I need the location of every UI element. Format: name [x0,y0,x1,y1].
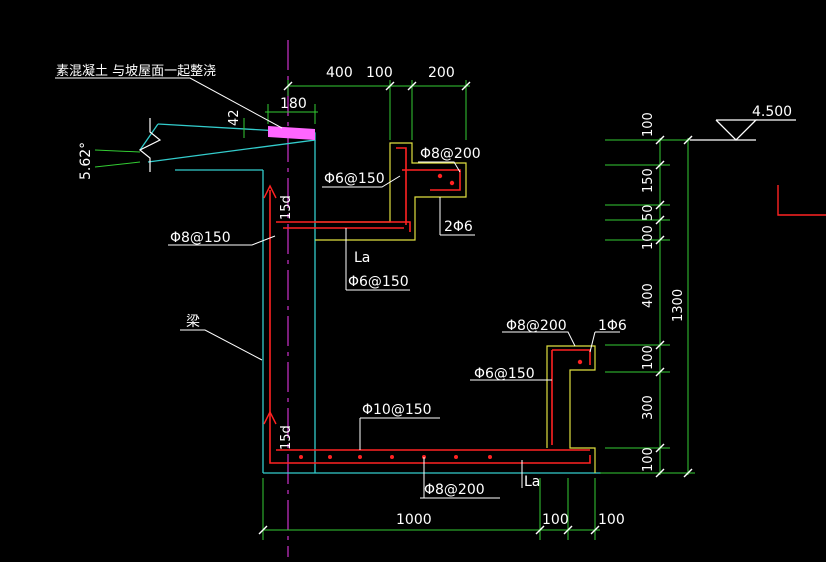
dim-42-label: 42 [227,109,242,126]
dim-right-3: 100 [641,225,656,250]
rebar-phi8-200-bottom: Φ8@200 [424,482,485,498]
dim-bottom-1000: 1000 [396,512,432,528]
lap-arrow-icon [263,184,277,425]
upper-ledge-outline [315,142,467,241]
note-concrete-label: 素混凝土 与坡屋面一起整浇 [56,63,216,79]
dim-total-1300: 1300 [671,289,686,322]
dim-top-400: 400 [326,65,353,81]
lap-15d-bottom-label: 15d [279,425,294,450]
rebar-1phi6: 1Φ6 [598,318,627,334]
dim-top-100: 100 [366,65,393,81]
rebar-dots [299,173,583,459]
dimension-ticks [258,81,693,535]
lap-15d-top-label: 15d [279,195,294,220]
rebar-phi6-150-low: Φ6@150 [474,366,535,382]
rebar-lines [269,147,591,464]
leader-lines [55,77,620,499]
plain-concrete-hatch [268,126,315,140]
rebar-phi8-200-mid: Φ8@200 [506,318,567,334]
elevation-label: 4.500 [752,104,792,120]
dim-right-1: 150 [641,168,656,193]
dim-right-0: 100 [641,112,656,137]
lower-ledge-outline [546,345,596,473]
dim-right-4: 400 [641,283,656,308]
dim-top-200: 200 [428,65,455,81]
rebar-phi8-150: Φ8@150 [170,230,231,246]
elevation-marker-icon [690,119,796,141]
slope-label: 5.62° [78,142,94,180]
la-bottom-label: La [524,474,540,490]
dimension-lines [94,80,695,540]
break-symbol [138,118,162,172]
section-mark [777,185,826,216]
la-top-label: La [354,250,370,266]
dim-right-2: 50 [641,204,656,221]
rebar-phi8-200-top: Φ8@200 [420,146,481,162]
beam-label: 梁 [186,314,200,330]
dim-right-7: 100 [641,447,656,472]
rebar-2phi6: 2Φ6 [444,219,473,235]
dim-right-5: 100 [641,345,656,370]
rebar-phi10-150: Φ10@150 [362,402,432,418]
rebar-phi6-150-top: Φ6@150 [324,171,385,187]
dim-180-label: 180 [280,96,307,112]
dim-bottom-100a: 100 [542,512,569,528]
rebar-phi6-150-mid: Φ6@150 [348,274,409,290]
dim-right-6: 300 [641,395,656,420]
dim-bottom-100b: 100 [598,512,625,528]
